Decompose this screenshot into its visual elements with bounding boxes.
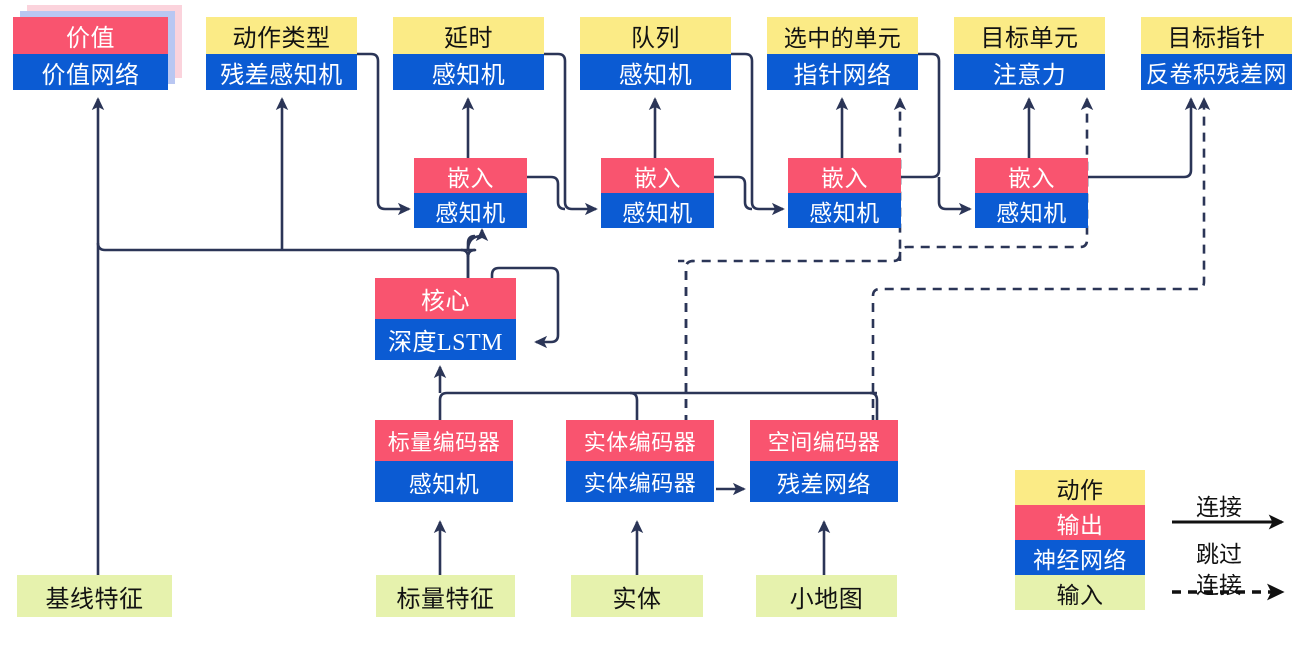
node-embed-2[interactable]: 嵌入 感知机	[601, 158, 714, 228]
wire-core-bus-right	[466, 248, 476, 258]
wire-core-bus-node	[466, 234, 476, 250]
node-target-unit-top: 目标单元	[954, 17, 1105, 54]
wire-skip-entity-stub	[678, 259, 695, 424]
node-embed-4-top: 嵌入	[975, 158, 1088, 193]
node-value-bottom: 价值网络	[13, 54, 168, 90]
node-embed-3-top: 嵌入	[788, 158, 901, 193]
node-entities-label: 实体	[571, 575, 703, 617]
node-embed-1[interactable]: 嵌入 感知机	[414, 158, 527, 228]
node-embed-4[interactable]: 嵌入 感知机	[975, 158, 1088, 228]
node-action-type-bottom: 残差感知机	[206, 54, 357, 90]
node-selected-units-top: 选中的单元	[767, 17, 918, 54]
legend-swatch-network: 神经网络	[1015, 540, 1145, 575]
node-queue-top: 队列	[580, 17, 731, 54]
node-delay[interactable]: 延时 感知机	[393, 17, 544, 90]
node-baseline-features[interactable]: 基线特征	[17, 575, 172, 617]
legend-label-skip-line1: 跳过	[1196, 542, 1242, 567]
node-target-unit[interactable]: 目标单元 注意力	[954, 17, 1105, 90]
legend-label-skip-line2: 连接	[1196, 573, 1242, 598]
node-minimap[interactable]: 小地图	[756, 575, 897, 617]
legend-swatch-output: 输出	[1015, 505, 1145, 540]
node-scalar-encoder-top: 标量编码器	[375, 420, 513, 461]
node-entity-encoder-bottom: 实体编码器	[566, 461, 714, 502]
node-embed-2-bottom: 感知机	[601, 193, 714, 228]
wire-skip-entity-to-selectedunits	[684, 97, 907, 424]
node-selected-units-bottom: 指针网络	[767, 54, 918, 90]
node-queue[interactable]: 队列 感知机	[580, 17, 731, 90]
legend-arrow-icons	[1172, 514, 1285, 601]
node-spatial-encoder[interactable]: 空间编码器 残差网络	[750, 420, 898, 502]
node-value[interactable]: 价值 价值网络	[13, 17, 168, 90]
node-core-top: 核心	[375, 278, 516, 319]
node-entity-encoder-top: 实体编码器	[566, 420, 714, 461]
wire-selectedunits-to-embed4-arrow	[937, 177, 972, 216]
wire-embed1-to-embed2-chain	[527, 175, 566, 211]
wire-core-to-embed1	[466, 228, 489, 251]
node-embed-2-top: 嵌入	[601, 158, 714, 193]
node-embed-3-bottom: 感知机	[788, 193, 901, 228]
node-scalar-encoder-bottom: 感知机	[375, 461, 513, 502]
node-delay-bottom: 感知机	[393, 54, 544, 90]
wire-skip-spatial-to-targetpoint	[871, 97, 1211, 424]
node-scalar-features-label: 标量特征	[376, 575, 515, 617]
node-target-point-bottom: 反卷积残差网	[1141, 54, 1292, 90]
node-core-bottom: 深度LSTM	[375, 319, 516, 360]
node-action-type-top: 动作类型	[206, 17, 357, 54]
node-action-type[interactable]: 动作类型 残差感知机	[206, 17, 357, 90]
legend-swatches: 动作 输出 神经网络 输入	[1015, 470, 1145, 610]
node-embed-1-bottom: 感知机	[414, 193, 527, 228]
node-target-point[interactable]: 目标指针 反卷积残差网	[1141, 17, 1292, 90]
node-embed-1-top: 嵌入	[414, 158, 527, 193]
node-minimap-label: 小地图	[756, 575, 897, 617]
node-target-unit-bottom: 注意力	[954, 54, 1105, 90]
wire-embed4-to-targetpoint	[1088, 97, 1198, 179]
node-spatial-encoder-bottom: 残差网络	[750, 461, 898, 502]
node-queue-bottom: 感知机	[580, 54, 731, 90]
legend-swatch-input: 输入	[1015, 575, 1145, 610]
node-selected-units[interactable]: 选中的单元 指针网络	[767, 17, 918, 90]
node-entities[interactable]: 实体	[571, 575, 703, 617]
node-scalar-encoder[interactable]: 标量编码器 感知机	[375, 420, 513, 502]
node-delay-top: 延时	[393, 17, 544, 54]
node-baseline-features-label: 基线特征	[17, 575, 172, 617]
node-entity-encoder[interactable]: 实体编码器 实体编码器	[566, 420, 714, 502]
node-spatial-encoder-top: 空间编码器	[750, 420, 898, 461]
legend-label-connection: 连接	[1196, 495, 1242, 520]
node-embed-4-bottom: 感知机	[975, 193, 1088, 228]
node-target-point-top: 目标指针	[1141, 17, 1292, 54]
node-embed-3[interactable]: 嵌入 感知机	[788, 158, 901, 228]
node-scalar-features[interactable]: 标量特征	[376, 575, 515, 617]
node-value-top: 价值	[13, 17, 168, 54]
wire-embed2-to-embed3-chain	[714, 175, 753, 211]
legend-swatch-action: 动作	[1015, 470, 1145, 505]
node-core[interactable]: 核心 深度LSTM	[375, 278, 516, 360]
wire-core-to-valuebus	[96, 242, 470, 282]
